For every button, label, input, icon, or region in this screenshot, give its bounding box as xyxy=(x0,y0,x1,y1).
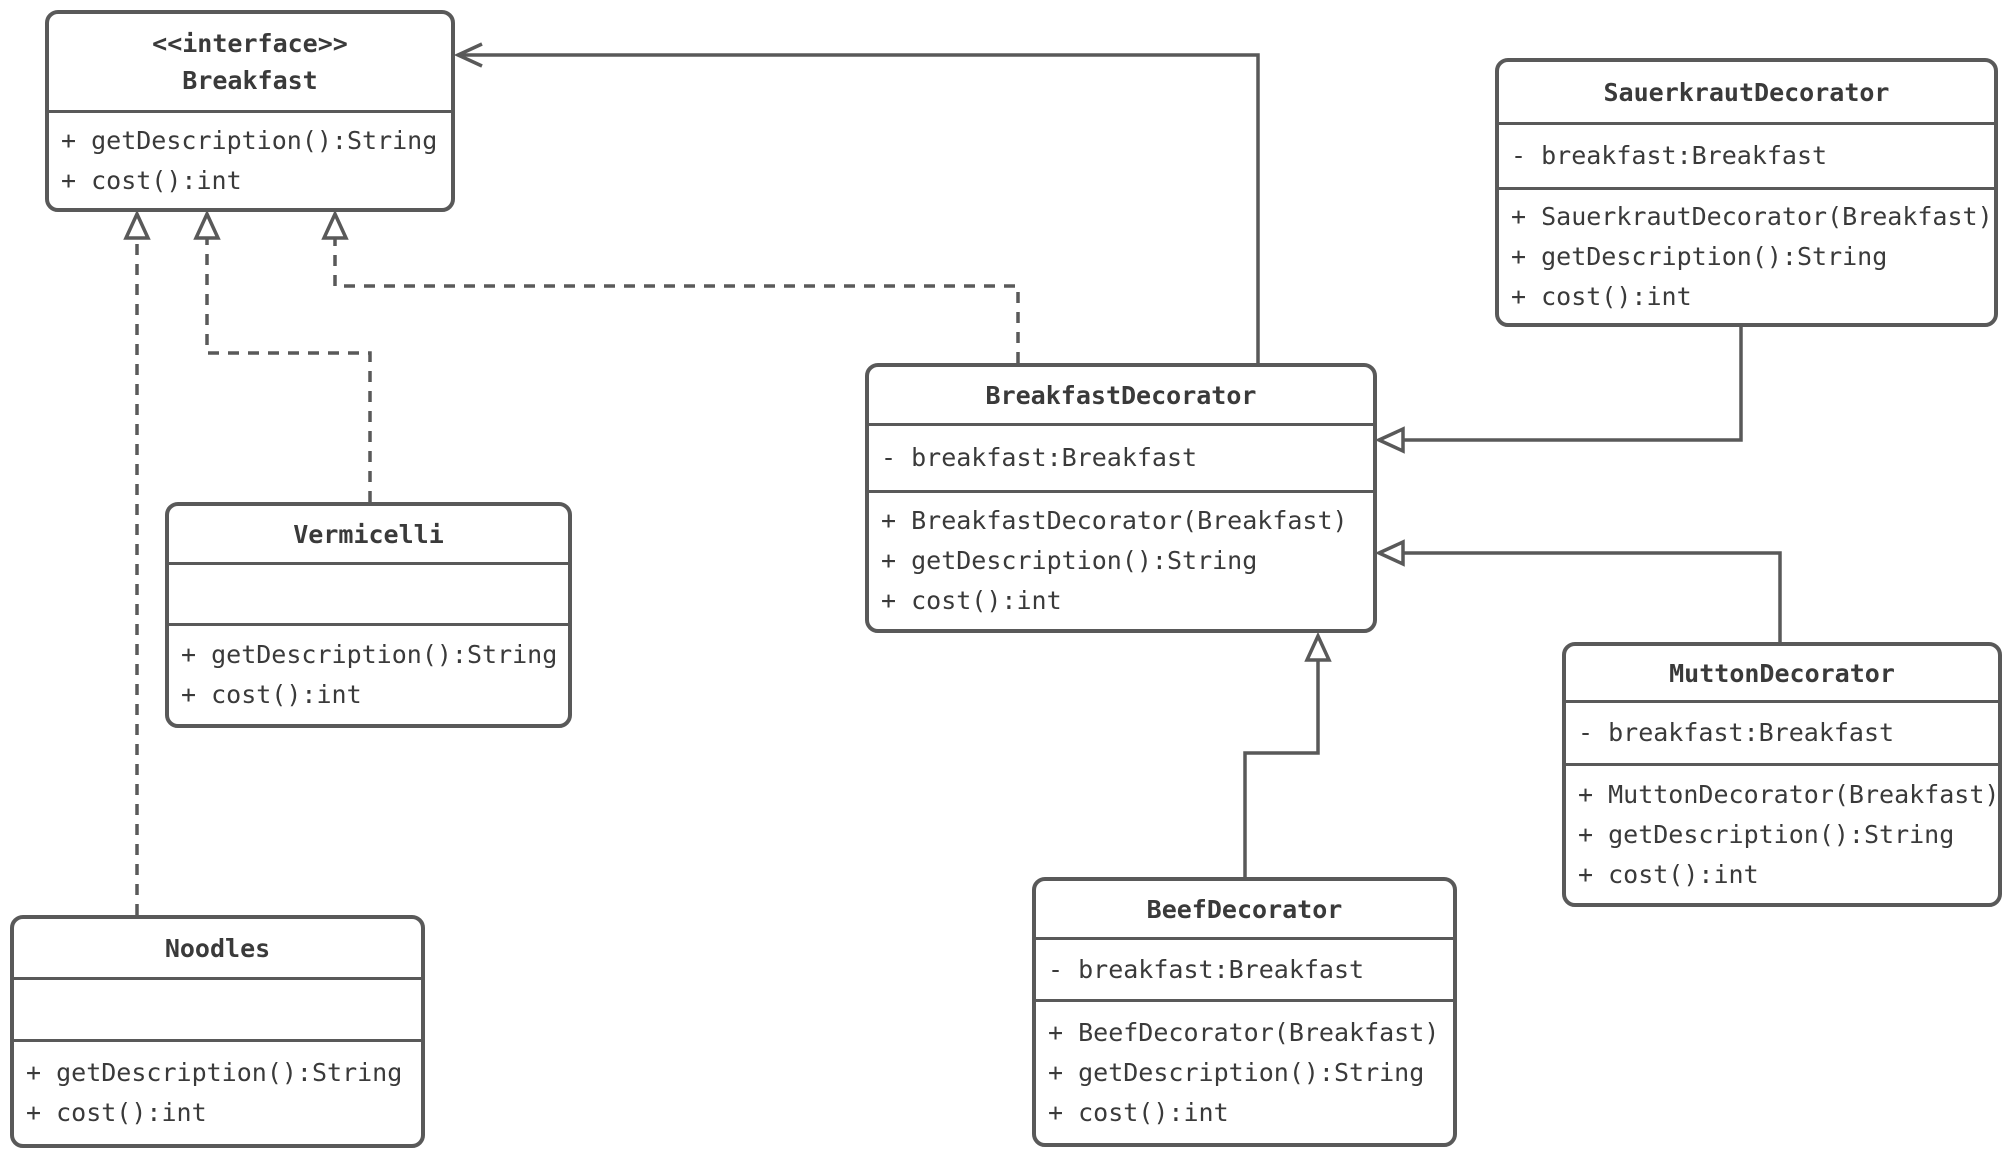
member-line: + getDescription():String xyxy=(881,546,1258,575)
class-methods: + getDescription():String + cost():int xyxy=(169,623,568,724)
class-methods: + BeefDecorator(Breakfast) + getDescripti… xyxy=(1036,999,1453,1143)
class-title: Noodles xyxy=(14,919,421,977)
relation-muttondecorator-breakfastdecorator xyxy=(1374,539,1782,642)
class-methods: + BreakfastDecorator(Breakfast) + getDesc… xyxy=(869,490,1373,629)
relation-noodles-breakfast xyxy=(123,209,151,915)
member-line: + getDescription():String xyxy=(26,1058,403,1087)
member-line: - breakfast:Breakfast xyxy=(1048,954,1365,984)
hollow-triangle-arrowhead xyxy=(123,209,151,240)
member-line: + cost():int xyxy=(1511,281,1692,311)
class-vermicelli: Vermicelli + getDescription():String + co… xyxy=(165,502,572,728)
hollow-triangle-arrowhead xyxy=(1374,426,1405,454)
member-line: + cost():int xyxy=(1578,859,1759,889)
class-name: Vermicelli xyxy=(293,519,444,549)
class-breakfast: <<interface>> Breakfast + getDescription… xyxy=(45,10,455,212)
class-name: MuttonDecorator xyxy=(1669,658,1895,688)
class-title: BeefDecorator xyxy=(1036,881,1453,937)
class-methods: + getDescription():String + cost():int xyxy=(14,1039,421,1144)
class-attributes: - breakfast:Breakfast xyxy=(1036,937,1453,999)
member-line: + cost():int xyxy=(1048,1097,1229,1127)
class-breakfastdecorator: BreakfastDecorator - breakfast:Breakfast… xyxy=(865,363,1377,633)
class-attributes: - breakfast:Breakfast xyxy=(1566,700,1998,763)
class-title: BreakfastDecorator xyxy=(869,367,1373,423)
relation-sauerkrautdecorator-breakfastdecorator xyxy=(1374,327,1743,454)
relation-line xyxy=(1243,660,1320,877)
relation-line xyxy=(1403,327,1743,442)
class-noodles: Noodles + getDescription():String + cost(… xyxy=(10,915,425,1148)
member-line: - breakfast:Breakfast xyxy=(881,443,1198,472)
class-attributes: - breakfast:Breakfast xyxy=(1499,122,1994,187)
member-line: + getDescription():String xyxy=(61,125,438,155)
member-line: + MuttonDecorator(Breakfast) xyxy=(1578,779,2000,809)
relation-breakfastdecorator-breakfast-realization xyxy=(321,209,1020,363)
class-title: SauerkrautDecorator xyxy=(1499,62,1994,122)
hollow-triangle-arrowhead xyxy=(1304,631,1332,662)
member-line: + getDescription():String xyxy=(181,640,558,669)
relation-line xyxy=(1403,551,1782,642)
relation-beefdecorator-breakfastdecorator xyxy=(1243,631,1332,877)
class-title: MuttonDecorator xyxy=(1566,646,1998,700)
class-name: SauerkrautDecorator xyxy=(1603,77,1890,107)
class-name: Noodles xyxy=(164,933,271,963)
class-attributes: - breakfast:Breakfast xyxy=(869,423,1373,490)
class-attributes xyxy=(14,977,421,1039)
member-line: + cost():int xyxy=(181,680,362,709)
member-line: + getDescription():String xyxy=(1511,241,1888,271)
class-name: BreakfastDecorator xyxy=(985,380,1257,410)
class-name: Breakfast xyxy=(182,66,318,95)
hollow-triangle-arrowhead xyxy=(193,209,221,240)
class-title: Vermicelli xyxy=(169,506,568,562)
member-line: - breakfast:Breakfast xyxy=(1578,718,1895,747)
relation-breakfastdecorator-breakfast-association xyxy=(453,42,1260,363)
relation-line xyxy=(459,53,1260,363)
relation-vermicelli-breakfast xyxy=(193,209,372,502)
class-beefdecorator: BeefDecorator - breakfast:Breakfast + Be… xyxy=(1032,877,1457,1147)
class-muttondecorator: MuttonDecorator - breakfast:Breakfast + … xyxy=(1562,642,2002,907)
class-methods: + SauerkrautDecorator(Breakfast) + getDes… xyxy=(1499,187,1994,323)
class-sauerkrautdecorator: SauerkrautDecorator - breakfast:Breakfas… xyxy=(1495,58,1998,327)
class-name: BeefDecorator xyxy=(1146,894,1343,924)
member-line: + getDescription():String xyxy=(1578,819,1955,849)
member-line: - breakfast:Breakfast xyxy=(1511,141,1828,170)
relation-line xyxy=(205,238,372,502)
member-line: + cost():int xyxy=(881,586,1062,615)
class-attributes xyxy=(169,562,568,623)
class-title: <<interface>> Breakfast xyxy=(49,14,451,110)
open-arrowhead xyxy=(453,42,483,68)
member-line: + BeefDecorator(Breakfast) xyxy=(1048,1017,1440,1047)
member-line: + BreakfastDecorator(Breakfast) xyxy=(881,506,1348,535)
class-methods: + MuttonDecorator(Breakfast) + getDescrip… xyxy=(1566,763,2000,903)
hollow-triangle-arrowhead xyxy=(321,209,349,240)
hollow-triangle-arrowhead xyxy=(1374,539,1405,567)
member-line: + cost():int xyxy=(61,165,242,195)
relation-line xyxy=(333,238,1020,363)
member-line: + cost():int xyxy=(26,1098,207,1127)
member-line: + SauerkrautDecorator(Breakfast) xyxy=(1511,201,1993,231)
class-methods: + getDescription():String + cost():int xyxy=(49,110,451,208)
member-line: + getDescription():String xyxy=(1048,1057,1425,1087)
class-stereotype: <<interface>> xyxy=(152,29,348,58)
